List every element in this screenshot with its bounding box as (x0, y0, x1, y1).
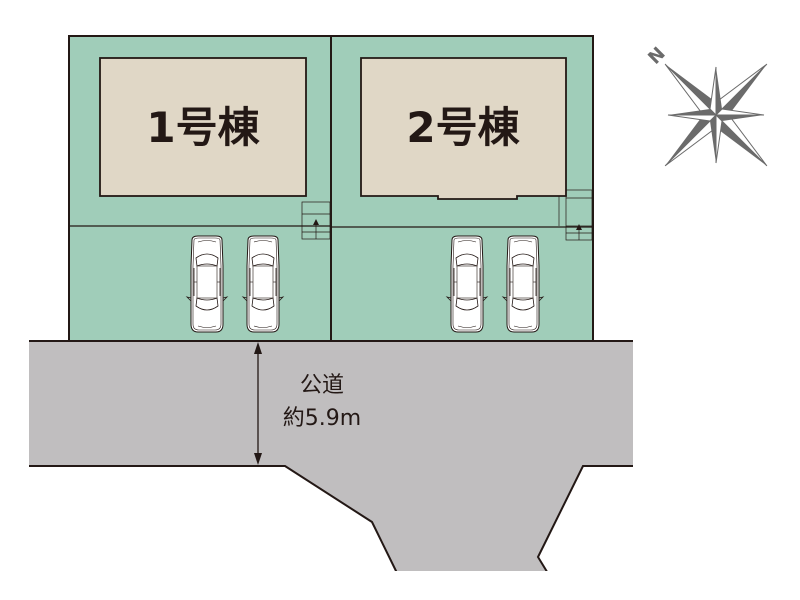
road-edge-left (29, 465, 399, 576)
road-surface (29, 341, 633, 575)
road-width-dimension (254, 342, 262, 465)
building-1-label: 1号棟 (146, 103, 260, 152)
road-edge-right (536, 465, 633, 576)
car-icon (242, 235, 284, 333)
building-2 (360, 57, 567, 200)
entrance-steps-2 (558, 189, 593, 241)
lot-2: 2号棟 (330, 35, 594, 342)
entrance-arrow-icon (576, 224, 582, 230)
car-icon (446, 235, 488, 333)
arrow-up-icon (254, 342, 262, 354)
road-width-label: 約5.9m (283, 406, 361, 431)
car-icon (186, 235, 228, 333)
road-label: 公道 (300, 373, 344, 398)
building-1 (99, 57, 307, 197)
entrance-arrow-icon (313, 219, 319, 225)
car-icon (502, 235, 544, 333)
arrow-down-icon (254, 453, 262, 465)
compass-rose-icon: N (644, 43, 768, 167)
lot-1: 1号棟 (68, 35, 332, 342)
building-2-label: 2号棟 (406, 103, 520, 152)
public-road: 公道 約5.9m (29, 340, 633, 600)
